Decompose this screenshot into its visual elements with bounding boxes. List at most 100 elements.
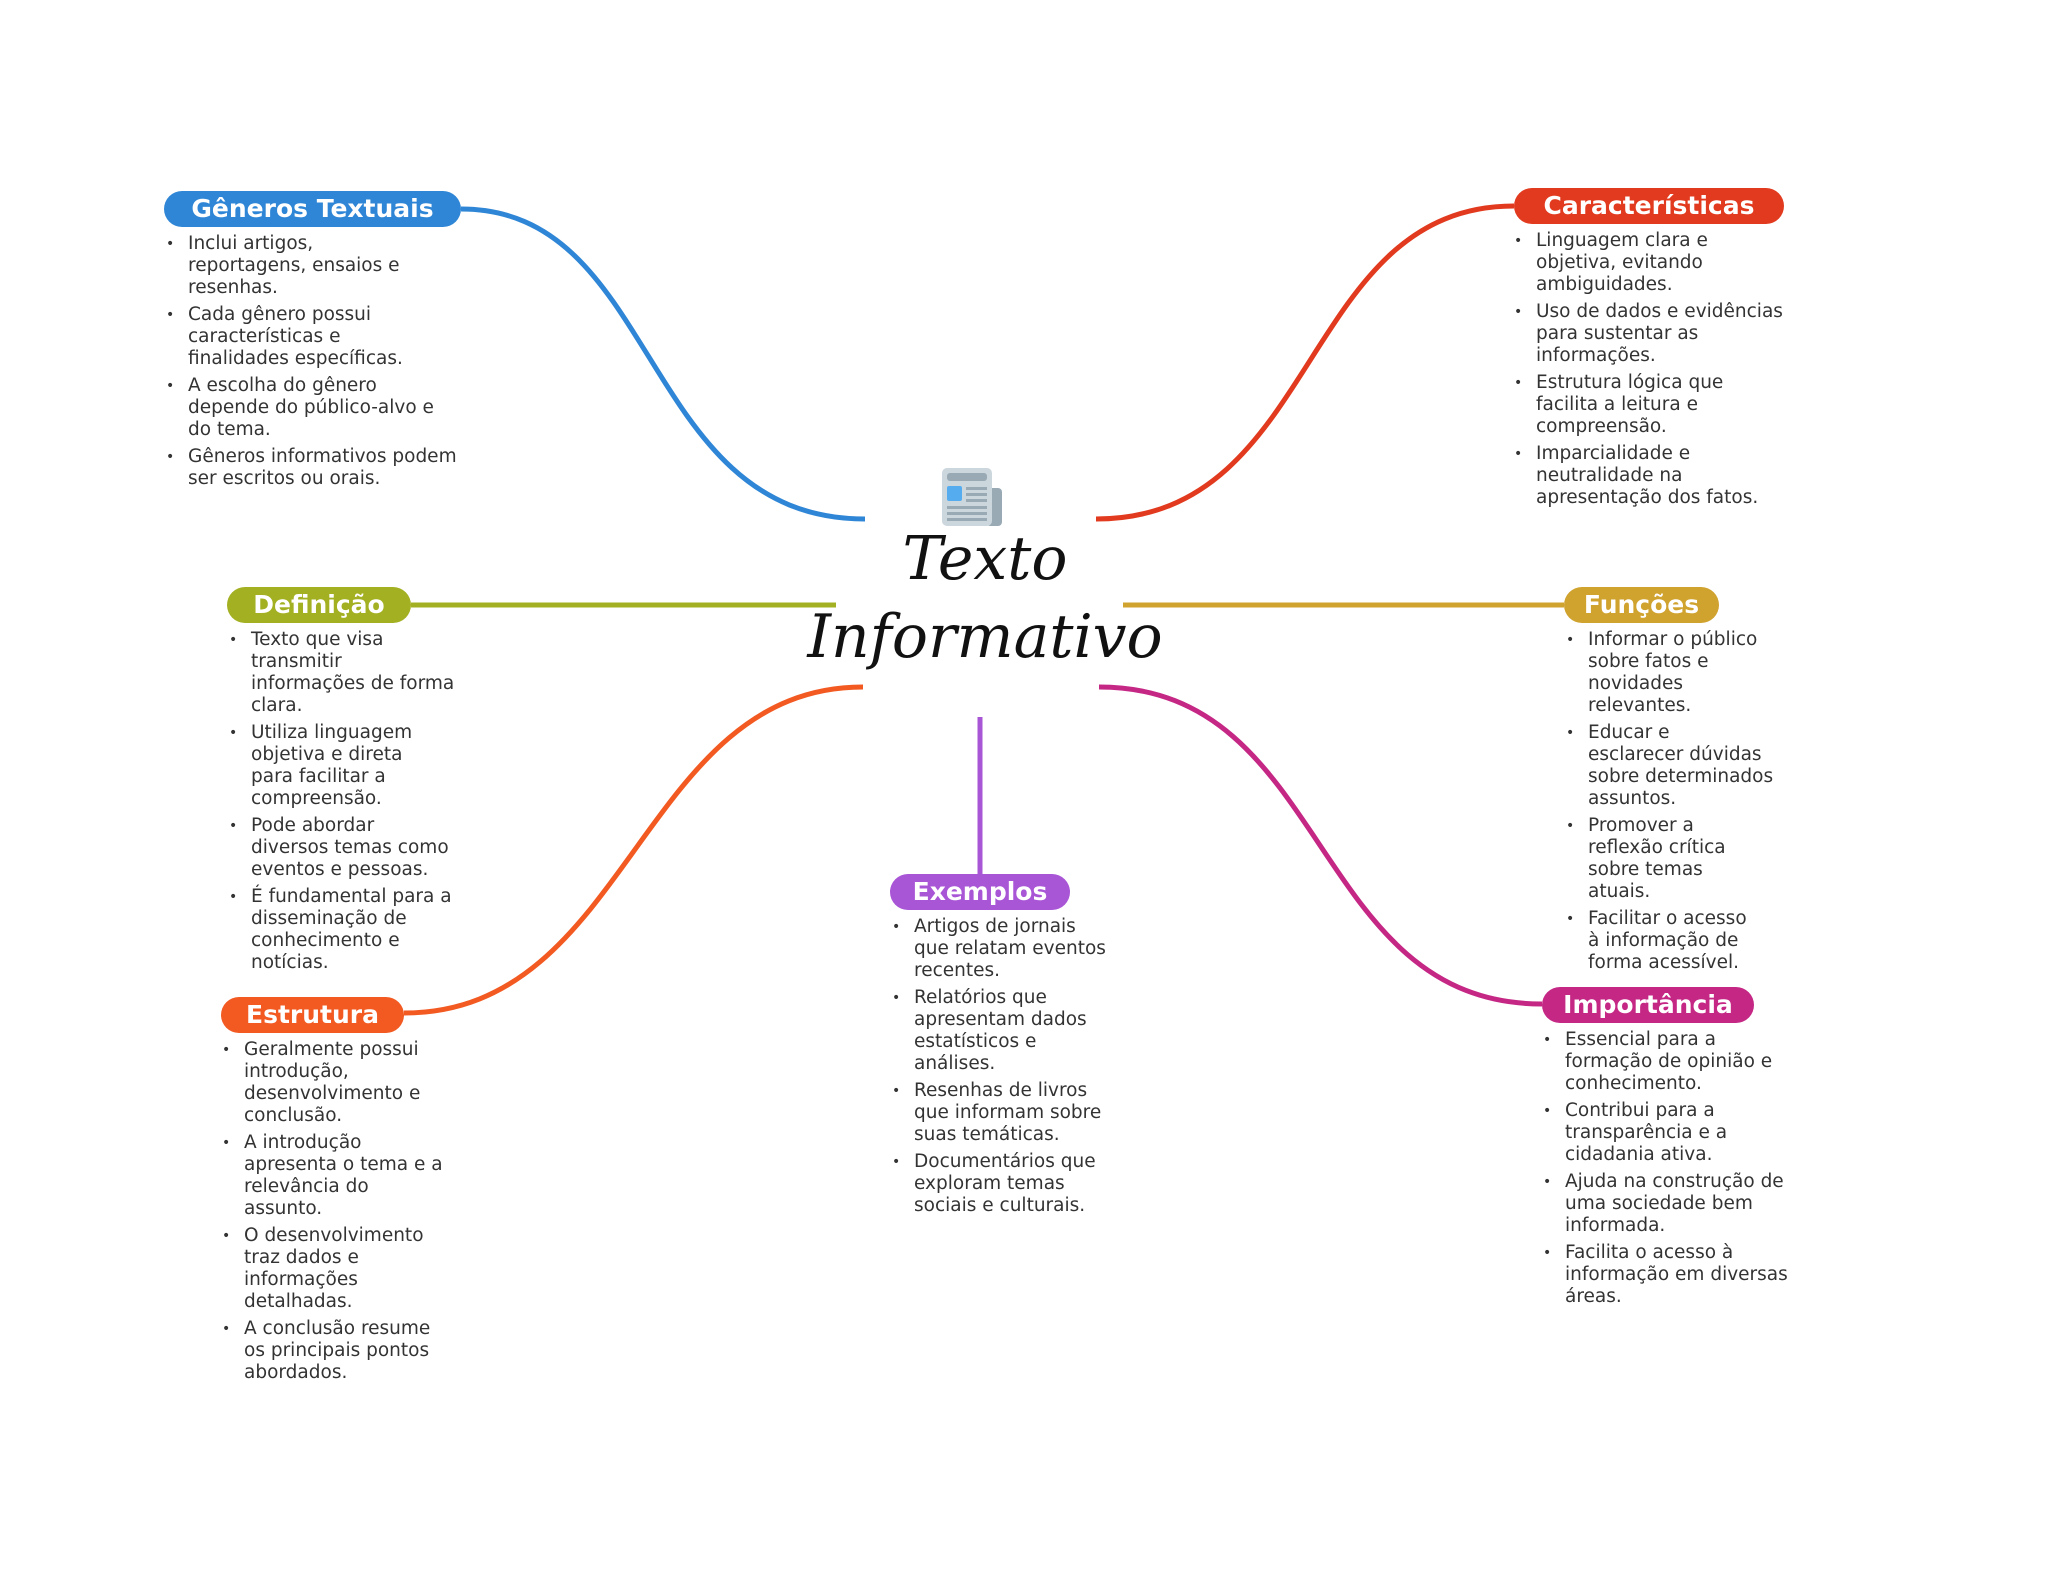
list-item-text-line: traz dados e — [244, 1247, 359, 1268]
list-item-text-line: Inclui artigos, — [188, 233, 314, 254]
estrutura-list: Geralmente possuiintrodução,desenvolvime… — [220, 1039, 443, 1389]
list-item-text-line: Promover a — [1588, 815, 1694, 836]
list-item-text-line: facilita a leitura e — [1536, 394, 1698, 415]
list-item: Geralmente possuiintrodução,desenvolvime… — [220, 1039, 443, 1127]
list-item-text-line: apresentação dos fatos. — [1536, 487, 1759, 508]
list-item-text-line: para sustentar as — [1536, 323, 1699, 344]
list-item: Inclui artigos,reportagens, ensaios eres… — [164, 233, 457, 299]
list-item-text-line: que relatam eventos — [914, 938, 1106, 959]
branch-estrutura[interactable]: Estrutura — [221, 997, 404, 1033]
list-item-text-line: Informar o público — [1588, 629, 1758, 650]
list-item-text-line: Utiliza linguagem — [251, 722, 413, 743]
branch-exemplos[interactable]: Exemplos — [890, 874, 1070, 910]
list-item-text-line: sociais e culturais. — [914, 1195, 1086, 1216]
list-item-text-line: eventos e pessoas. — [251, 859, 429, 880]
list-item-text-line: Essencial para a — [1565, 1029, 1716, 1050]
list-item-text-line: ambiguidades. — [1536, 274, 1673, 295]
list-item-text-line: informações. — [1536, 345, 1656, 366]
list-item-text-line: notícias. — [251, 952, 329, 973]
branch-importancia[interactable]: Importância — [1542, 987, 1754, 1023]
list-item-text-line: clara. — [251, 695, 303, 716]
list-item-text-line: desenvolvimento e — [244, 1083, 421, 1104]
list-item-text-line: informações — [244, 1269, 358, 1290]
list-item-text-line: Uso de dados e evidências — [1536, 301, 1783, 322]
list-item-text-line: objetiva e direta — [251, 744, 403, 765]
list-item-text-line: forma acessível. — [1588, 952, 1740, 973]
list-item-text-line: Cada gênero possui — [188, 304, 372, 325]
list-item-text-line: finalidades específicas. — [188, 348, 403, 369]
list-item-text-line: informada. — [1565, 1215, 1666, 1236]
list-item-text-line: sobre temas — [1588, 859, 1703, 880]
list-item-text-line: Relatórios que — [914, 987, 1047, 1008]
list-item-text-line: transmitir — [251, 651, 342, 672]
list-item-text-line: conclusão. — [244, 1105, 343, 1126]
list-item-text-line: relevância do — [244, 1176, 369, 1197]
list-item-text-line: sobre determinados — [1588, 766, 1774, 787]
list-item-text-line: estatísticos e — [914, 1031, 1037, 1052]
list-item-text-line: atuais. — [1588, 881, 1651, 902]
list-item-text-line: formação de opinião e — [1565, 1051, 1773, 1072]
list-item-text-line: Documentários que — [914, 1151, 1096, 1172]
connector-estrutura — [403, 684, 864, 1016]
central-topic[interactable]: Texto Informativo — [800, 520, 1170, 676]
list-item-text-line: assunto. — [244, 1198, 323, 1219]
list-item-text-line: Facilitar o acesso — [1588, 908, 1747, 929]
connector-caracteristicas — [1095, 203, 1515, 522]
branch-definicao[interactable]: Definição — [227, 587, 411, 623]
list-item-text-line: características e — [188, 326, 341, 347]
list-item-text-line: objetiva, evitando — [1536, 252, 1703, 273]
list-item-text-line: O desenvolvimento — [244, 1225, 424, 1246]
list-item-text-line: depende do público-alvo e — [188, 397, 434, 418]
list-item-text-line: compreensão. — [1536, 416, 1667, 437]
list-item-text-line: que informam sobre — [914, 1102, 1102, 1123]
branch-funcoes[interactable]: Funções — [1564, 587, 1719, 623]
list-item-text-line: suas temáticas. — [914, 1124, 1060, 1145]
list-item-text-line: A conclusão resume — [244, 1318, 431, 1339]
list-item-text-line: informação em diversas — [1565, 1264, 1788, 1285]
list-item-text-line: do tema. — [188, 419, 271, 440]
list-item-text-line: É fundamental para a — [251, 886, 452, 907]
list-item-text-line: novidades — [1588, 673, 1683, 694]
connector-generos — [460, 206, 866, 522]
list-item-text-line: abordados. — [244, 1362, 348, 1383]
list-item-text-line: para facilitar a — [251, 766, 386, 787]
branch-caracteristicas[interactable]: Características — [1514, 188, 1784, 224]
list-item-text-line: os principais pontos — [244, 1340, 430, 1361]
branch-generos-textuais[interactable]: Gêneros Textuais — [164, 191, 461, 227]
list-item-text-line: resenhas. — [188, 277, 278, 298]
list-item-text-line: Artigos de jornais — [914, 916, 1076, 937]
list-item-text-line: ser escritos ou orais. — [188, 468, 381, 489]
list-item-text-line: Texto que visa — [251, 629, 384, 650]
list-item-text-line: conhecimento. — [1565, 1073, 1702, 1094]
list-item-text-line: Pode abordar — [251, 815, 375, 836]
list-item-text-line: Geralmente possui — [244, 1039, 419, 1060]
list-item-text-line: cidadania ativa. — [1565, 1144, 1713, 1165]
connector-importancia — [1098, 684, 1543, 1007]
generos-list: Inclui artigos,reportagens, ensaios eres… — [164, 233, 457, 495]
list-item-text-line: Facilita o acesso à — [1565, 1242, 1734, 1263]
list-item-text-line: áreas. — [1565, 1286, 1622, 1307]
list-item-text-line: diversos temas como — [251, 837, 449, 858]
